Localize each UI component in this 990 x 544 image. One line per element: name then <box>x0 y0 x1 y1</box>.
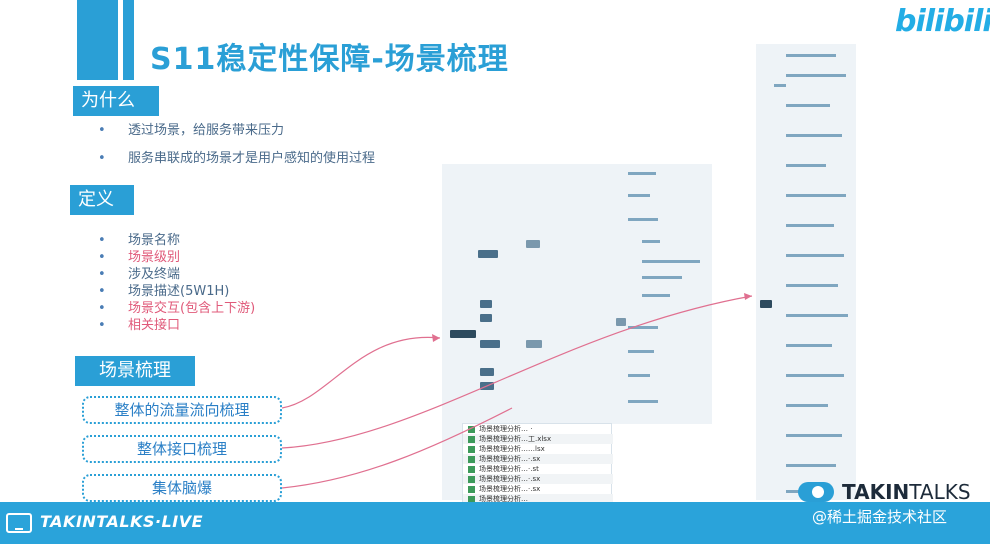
mindmap-image <box>442 164 712 424</box>
mindmap-image-lower <box>442 424 462 500</box>
file-row[interactable]: 场景梳理分析… · <box>463 424 613 434</box>
section-sorting-heading: 场景梳理 <box>75 356 195 386</box>
definition-item: 涉及终端 <box>98 266 255 283</box>
brainstorm-button[interactable]: 集体脑爆 <box>82 474 282 502</box>
mindmap-node <box>480 314 492 322</box>
file-row[interactable]: 场景梳理分析… <box>463 494 613 504</box>
spreadsheet-icon <box>468 495 475 503</box>
slide-title: S11稳定性保障-场景梳理 <box>150 42 509 77</box>
section-definition-heading: 定义 <box>70 185 134 215</box>
definition-list: 场景名称 场景级别 涉及终端 场景描述(5W1H) 场景交互(包含上下游) 相关… <box>98 232 255 334</box>
mindmap-node <box>526 240 540 248</box>
spreadsheet-icon <box>468 465 475 473</box>
spreadsheet-icon <box>468 435 475 443</box>
takintalks-brand: TAKINTALKS <box>842 480 971 504</box>
definition-item: 场景名称 <box>98 232 255 249</box>
definition-item: 相关接口 <box>98 317 255 334</box>
section-why-heading: 为什么 <box>73 86 159 116</box>
file-row[interactable]: 场景梳理分析……lsx <box>463 444 613 454</box>
interface-tree-image <box>756 44 856 500</box>
file-row[interactable]: 场景梳理分析…·.sx <box>463 454 613 464</box>
decorative-bar-thin <box>123 0 134 80</box>
file-row[interactable]: 场景梳理分析…工.xlsx <box>463 434 613 444</box>
decorative-bar <box>77 0 118 80</box>
spreadsheet-icon <box>468 425 475 433</box>
tree-root-node <box>760 300 772 308</box>
traffic-flow-button[interactable]: 整体的流量流向梳理 <box>82 396 282 424</box>
takintalks-logo-icon <box>798 482 834 502</box>
why-item: 服务串联成的场景才是用户感知的使用过程 <box>98 150 375 178</box>
why-item: 透过场景，给服务带来压力 <box>98 122 375 150</box>
mindmap-node <box>526 340 542 348</box>
live-camera-icon <box>6 513 32 533</box>
definition-item: 场景级别 <box>98 249 255 266</box>
definition-item: 场景交互(包含上下游) <box>98 300 255 317</box>
footer-live-label: TAKINTALKS·LIVE <box>40 512 204 531</box>
file-row[interactable]: 场景梳理分析…·.st <box>463 464 613 474</box>
file-list: 场景梳理分析… · 场景梳理分析…工.xlsx 场景梳理分析……lsx 场景梳理… <box>462 423 613 504</box>
spreadsheet-icon <box>468 475 475 483</box>
definition-item: 场景描述(5W1H) <box>98 283 255 300</box>
mindmap-node <box>480 300 492 308</box>
footer-bar: TAKINTALKS·LIVE @稀土掘金技术社区 <box>0 502 990 544</box>
spreadsheet-icon <box>468 455 475 463</box>
mindmap-root-node <box>450 330 476 338</box>
file-row[interactable]: 场景梳理分析…·.sx <box>463 474 613 484</box>
interface-sorting-button[interactable]: 整体接口梳理 <box>82 435 282 463</box>
mindmap-node <box>480 368 494 376</box>
mindmap-node <box>616 318 626 326</box>
spreadsheet-icon <box>468 445 475 453</box>
mindmap-node <box>480 340 500 348</box>
bilibili-logo: bilibili <box>895 4 990 39</box>
mindmap-node <box>480 382 494 390</box>
mindmap-node <box>478 250 498 258</box>
watermark: @稀土掘金技术社区 <box>812 508 948 526</box>
why-list: 透过场景，给服务带来压力 服务串联成的场景才是用户感知的使用过程 <box>98 122 375 178</box>
file-row[interactable]: 场景梳理分析…·.sx <box>463 484 613 494</box>
spreadsheet-icon <box>468 485 475 493</box>
